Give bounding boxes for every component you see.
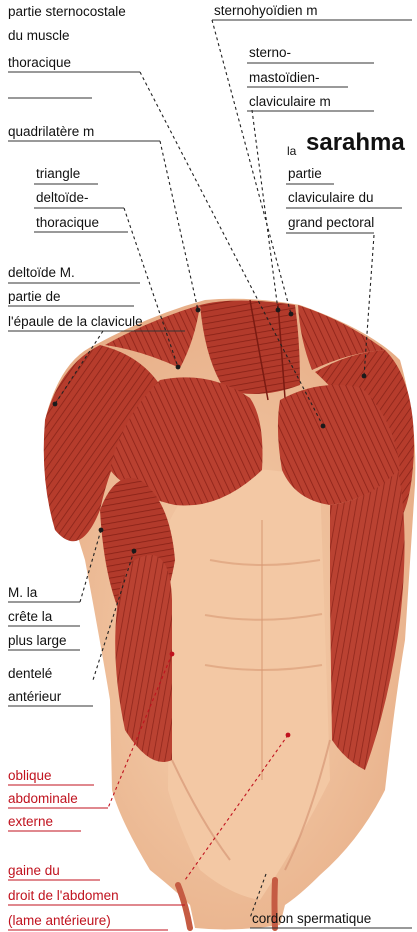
label-brand: sarahma (306, 130, 405, 156)
label-serratus-1: dentelé (8, 666, 52, 682)
oblique-right (330, 470, 405, 770)
label-sternocleido-1: sterno- (249, 45, 291, 61)
label-clavicular-pectoral-3: grand pectoral (288, 215, 374, 231)
label-rectus-sheath-3: (lame antérieure) (8, 913, 111, 929)
label-oblique-2: abdominale (8, 791, 78, 807)
label-serratus-2: antérieur (8, 689, 61, 705)
label-sternocostal-1: partie sternocostale (8, 4, 126, 20)
label-sternocostal-3: thoracique (8, 55, 71, 71)
label-deltopectoral-3: thoracique (36, 215, 99, 231)
label-latissimus-1: M. la (8, 585, 37, 601)
label-sternohyoid: sternohyoïdien m (214, 3, 318, 19)
label-rectus-sheath-1: gaine du (8, 863, 60, 879)
label-deltoid-1: deltoïde M. (8, 265, 75, 281)
label-clavicular-pectoral-2: claviculaire du (288, 190, 374, 206)
label-deltopectoral-2: deltoïde- (36, 190, 89, 206)
label-trapezius: quadrilatère m (8, 124, 94, 140)
label-sternocostal-2: du muscle (8, 28, 70, 44)
label-deltoid-2: partie de (8, 289, 61, 305)
label-deltopectoral-1: triangle (36, 166, 80, 182)
label-rectus-sheath-2: droit de l'abdomen (8, 888, 119, 904)
label-latissimus-2: crête la (8, 609, 52, 625)
label-spermatic-cord: cordon spermatique (252, 911, 371, 927)
label-deltoid-3: l'épaule de la clavicule (8, 314, 143, 330)
label-oblique-3: externe (8, 814, 53, 830)
label-oblique-1: oblique (8, 768, 52, 784)
label-brand-prefix: la (287, 143, 296, 159)
leader-trapezius (160, 141, 198, 310)
label-latissimus-3: plus large (8, 633, 67, 649)
label-clavicular-pectoral-1: partie (288, 166, 322, 182)
label-sternocleido-2: mastoïdien- (249, 70, 320, 86)
leader-sternocleido (252, 110, 278, 310)
leader-sternohyoid (212, 20, 291, 314)
label-sternocleido-3: claviculaire m (249, 94, 331, 110)
